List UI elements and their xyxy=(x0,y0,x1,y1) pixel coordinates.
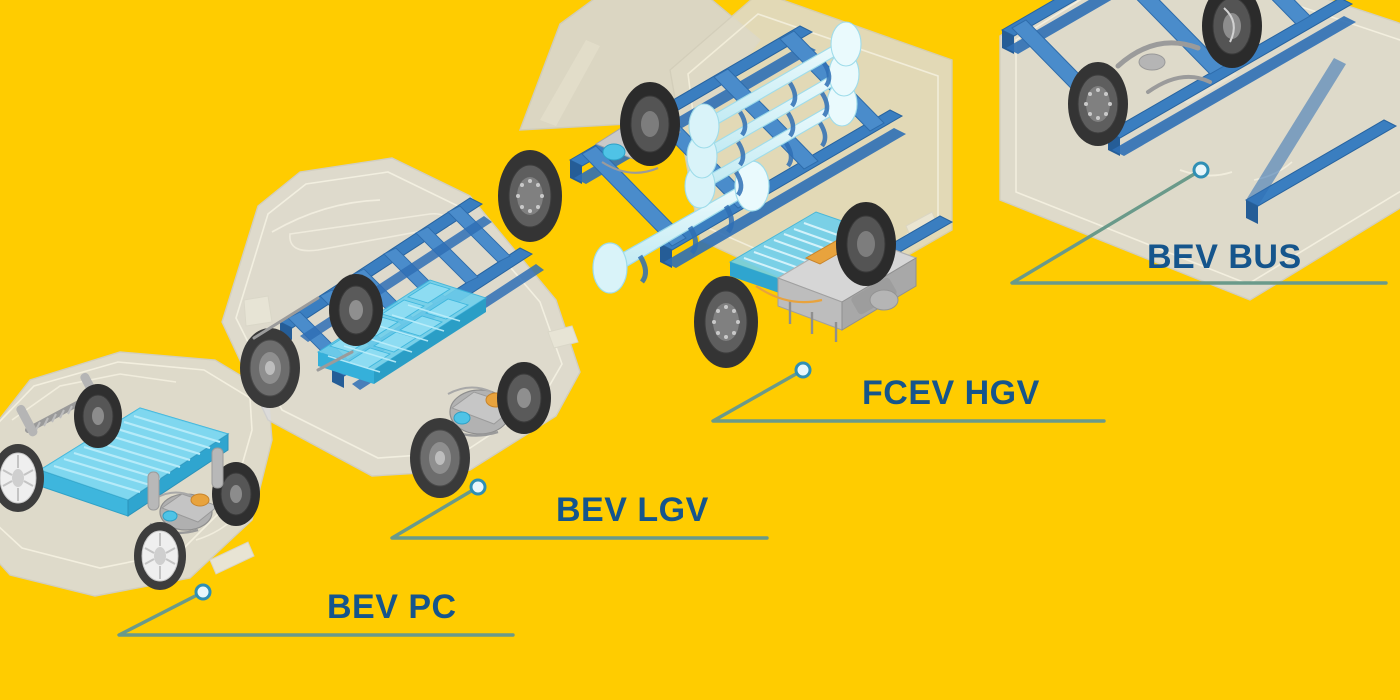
bev-lgv-battery-modules xyxy=(316,279,488,384)
bev-pc-wheels xyxy=(0,384,260,590)
wheel xyxy=(134,522,186,590)
fcev-hgv-hydrogen-tanks-stack xyxy=(684,21,862,209)
bev-bus-steering-linkage xyxy=(1115,40,1212,94)
callout-node-icon xyxy=(194,583,212,601)
vehicle-fcev-hgv xyxy=(498,0,954,368)
callout-node-icon xyxy=(469,478,487,496)
callout-nodes xyxy=(194,161,1210,601)
label-bev-bus: BEV BUS xyxy=(1147,238,1302,276)
fcev-hgv-hydrogen-tank xyxy=(592,160,770,294)
wheel xyxy=(410,418,470,498)
wheel xyxy=(212,462,260,526)
wheel xyxy=(836,202,896,286)
bev-lgv-electric-motor xyxy=(439,386,518,437)
wheel xyxy=(0,444,44,512)
callout-line-bev-pc xyxy=(117,590,515,637)
fcev-hgv-wheels xyxy=(498,82,896,368)
callout-lines xyxy=(117,168,1388,637)
wheel xyxy=(1068,62,1128,146)
label-fcev-hgv: FCEV HGV xyxy=(862,374,1040,412)
wheel xyxy=(329,274,383,346)
wheel xyxy=(498,150,562,242)
label-bev-pc: BEV PC xyxy=(327,588,457,626)
wheel xyxy=(694,276,758,368)
bev-lgv-wheels xyxy=(240,274,551,498)
bev-lgv-steering-links xyxy=(252,296,354,372)
callout-line-bev-lgv xyxy=(390,485,769,540)
callout-line-fcev-hgv xyxy=(711,368,1106,423)
wheel xyxy=(497,362,551,434)
callout-node-icon xyxy=(1192,161,1210,179)
vehicle-bev-lgv xyxy=(221,157,581,498)
label-bev-lgv: BEV LGV xyxy=(556,491,709,529)
bev-pc-struts xyxy=(147,447,224,511)
callout-line-bev-bus xyxy=(1010,168,1388,285)
vehicle-bev-pc xyxy=(0,351,273,597)
bev-bus-wheels xyxy=(1068,0,1262,146)
callout-node-icon xyxy=(794,361,812,379)
wheel xyxy=(1202,0,1262,68)
wheel xyxy=(74,384,122,448)
vehicle-bev-bus xyxy=(999,0,1400,301)
wheel xyxy=(620,82,680,166)
wheel xyxy=(240,328,300,408)
